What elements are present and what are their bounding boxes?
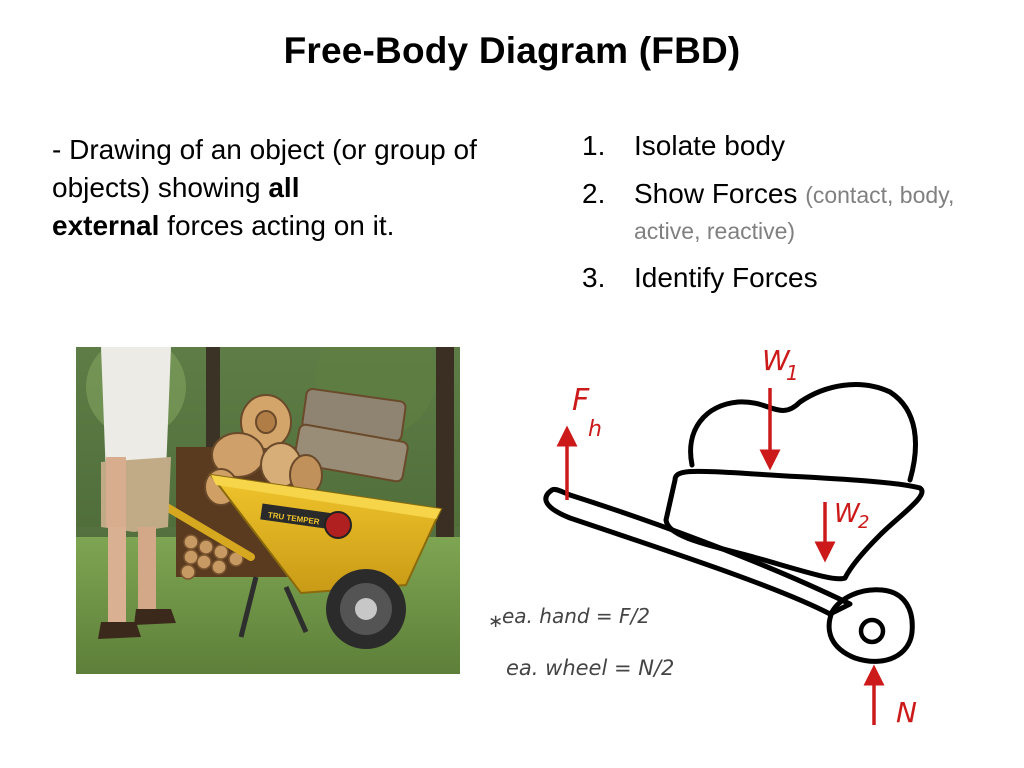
force-w2-subscript: 2 bbox=[858, 512, 869, 533]
fbd-definition: - Drawing of an object (or group of obje… bbox=[52, 131, 522, 245]
definition-bold-all: all bbox=[268, 172, 300, 203]
handle-outline bbox=[543, 486, 853, 617]
list-note: (contact, body, active, reactive) bbox=[634, 182, 955, 244]
slide-title: Free-Body Diagram (FBD) bbox=[283, 30, 741, 71]
definition-bold-external: external bbox=[52, 210, 160, 241]
force-w1-label: W bbox=[762, 344, 791, 377]
list-number: 2. bbox=[582, 178, 606, 209]
force-n-label: N bbox=[896, 696, 917, 729]
force-w2-label: W bbox=[834, 499, 861, 529]
wheelbarrow-photo: TRU TEMPER bbox=[76, 347, 460, 674]
force-fh-subscript: h bbox=[588, 417, 602, 442]
list-item: 1. Isolate body bbox=[582, 128, 1002, 164]
tray-outline bbox=[663, 468, 925, 582]
list-number: 1. bbox=[582, 130, 606, 161]
list-text: Show Forces bbox=[634, 178, 798, 209]
definition-text: - Drawing of an object (or group of obje… bbox=[52, 134, 477, 203]
force-fh-label: F bbox=[572, 383, 590, 418]
list-number: 3. bbox=[582, 262, 606, 293]
axle-circle bbox=[858, 617, 886, 645]
list-item: 2. Show Forces (contact, body, active, r… bbox=[582, 176, 1002, 248]
list-text: Identify Forces bbox=[634, 262, 818, 293]
force-w1-subscript: 1 bbox=[786, 361, 799, 385]
note-wheel: ea. wheel = N/2 bbox=[506, 656, 674, 680]
definition-suffix: forces acting on it. bbox=[159, 210, 395, 241]
logs-outline bbox=[688, 382, 918, 483]
note-hand: ea. hand = F/2 bbox=[502, 604, 650, 628]
list-text: Isolate body bbox=[634, 130, 785, 161]
steps-list: 1. Isolate body 2. Show Forces (contact,… bbox=[582, 128, 1002, 308]
wheel-outline bbox=[826, 587, 915, 664]
list-item: 3. Identify Forces bbox=[582, 260, 1002, 296]
note-star: ∗ bbox=[488, 611, 503, 632]
free-body-diagram: F h W 1 W 2 N ∗ ea. hand = F/2 ea. wheel… bbox=[488, 344, 925, 729]
